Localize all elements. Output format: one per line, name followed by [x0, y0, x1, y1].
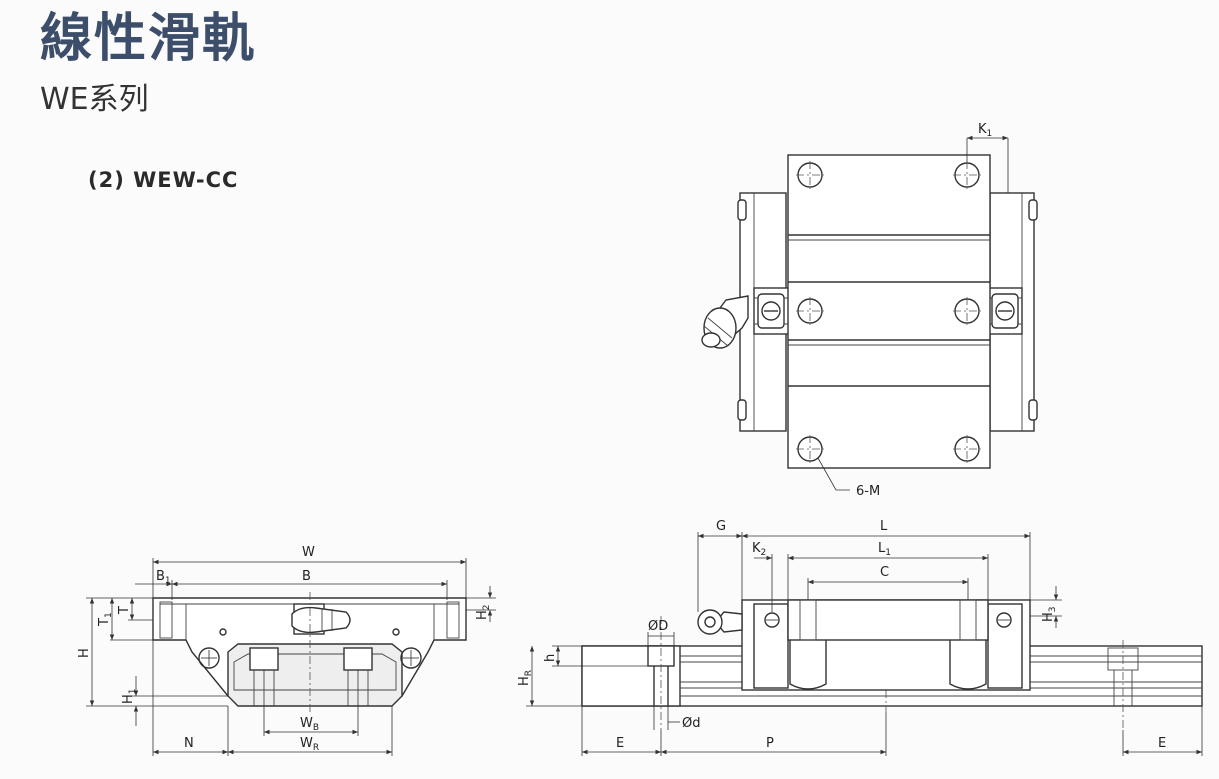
dim-g-label: G [716, 519, 726, 534]
hole-note-label: 6-M [856, 484, 880, 499]
dim-h2-label: H2 [475, 604, 492, 620]
dim-wr-label: WR [300, 736, 319, 753]
dim-k1-label: K1 [978, 122, 992, 139]
front-grease-nipple-icon [291, 603, 351, 635]
top-view: K1 6-M [701, 122, 1038, 499]
dim-l-label: L [880, 519, 888, 534]
dim-b1-label: B1 [156, 569, 171, 586]
dim-h3-label: H3 [1041, 606, 1058, 622]
front-view: W B B1 H T1 T H1 H2 WB [77, 545, 496, 756]
dim-c-label: C [880, 565, 889, 580]
dim-t-label: T [117, 606, 132, 615]
page-title: 線性滑軌 [40, 9, 257, 69]
dim-od-label: ØD [648, 619, 668, 634]
dim-p-label: P [766, 736, 774, 751]
dim-wb-label: WB [300, 716, 319, 733]
dim-hr-label: HR [517, 670, 534, 686]
dim-t1-label: T1 [97, 612, 114, 627]
side-grease-nipple-icon [697, 609, 743, 635]
dim-e-right-label: E [1158, 736, 1166, 751]
series-subtitle: WE系列 [40, 82, 149, 117]
dim-n-label: N [184, 736, 194, 751]
dim-b-label: B [302, 569, 311, 584]
dim-k2-label: K2 [752, 541, 766, 558]
side-view: G L L1 K2 C H3 ØD Ød [517, 519, 1203, 756]
dim-w-label: W [302, 545, 315, 560]
dim-d-small-label: Ød [682, 716, 700, 731]
dim-small-h-label: h [543, 654, 558, 662]
model-section-label: (2) WEW-CC [88, 168, 239, 192]
dim-e-left-label: E [616, 736, 624, 751]
dim-l1-label: L1 [878, 541, 891, 558]
grease-nipple-icon [701, 295, 749, 349]
dim-h1-label: H1 [121, 688, 138, 704]
dim-h-label: H [77, 648, 92, 658]
